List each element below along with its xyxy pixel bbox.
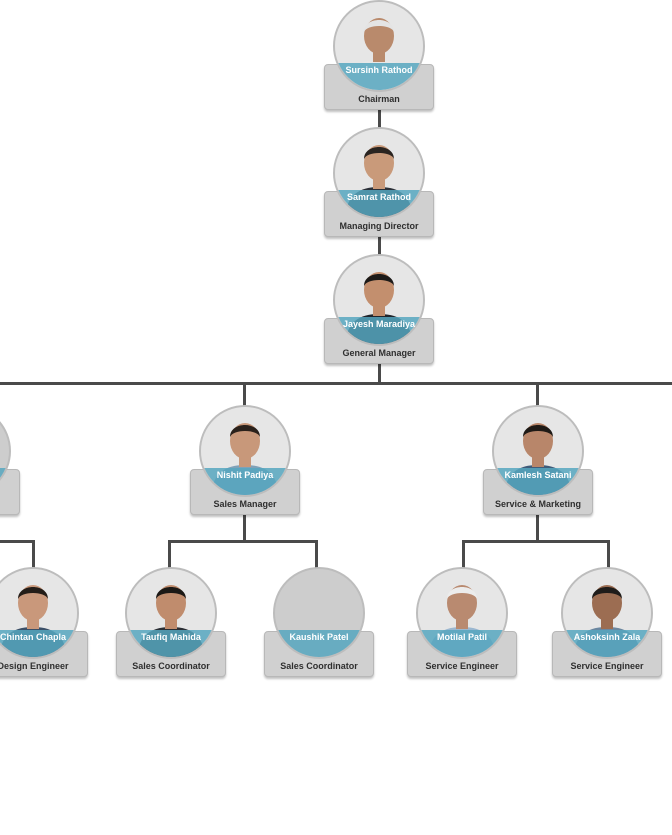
profile-photo bbox=[416, 567, 508, 659]
name-band bbox=[563, 630, 651, 657]
connector-kamlesh-down bbox=[536, 514, 539, 542]
job-title: Chairman bbox=[358, 94, 400, 104]
org-node-service-marketing[interactable]: Service & Marketing Kamlesh Satani bbox=[483, 405, 593, 515]
connector-to-kaushik bbox=[315, 540, 318, 568]
person-name: Kaushik Patel bbox=[289, 632, 349, 642]
person-name: Kamlesh Satani bbox=[504, 470, 572, 480]
profile-photo bbox=[199, 405, 291, 497]
name-band bbox=[127, 630, 215, 657]
person-name: Samrat Rathod bbox=[346, 192, 411, 202]
connector-to-kamlesh bbox=[536, 382, 539, 406]
connector-to-ashoksinh bbox=[607, 540, 610, 568]
connector-sales-bar bbox=[168, 540, 318, 543]
org-node-design-engineer[interactable]: Design Engineer Chintan Chapla bbox=[0, 567, 88, 677]
person-name: Taufiq Mahida bbox=[141, 632, 201, 642]
name-band bbox=[275, 630, 363, 657]
connector-to-motilal bbox=[462, 540, 465, 568]
profile-photo bbox=[492, 405, 584, 497]
profile-photo bbox=[0, 567, 79, 659]
org-node-service-engineer-2[interactable]: Service Engineer Ashoksinh Zala bbox=[552, 567, 662, 677]
connector-left-bar bbox=[0, 540, 35, 543]
profile-photo bbox=[273, 567, 365, 659]
job-title: Sales Coordinator bbox=[132, 661, 210, 671]
connector-to-nishit bbox=[243, 382, 246, 406]
org-node-partial-left[interactable] bbox=[0, 405, 20, 515]
job-title: Design Engineer bbox=[0, 661, 69, 671]
connector-gm-down bbox=[378, 362, 381, 384]
profile-photo bbox=[333, 0, 425, 92]
job-title: General Manager bbox=[342, 348, 416, 358]
job-title: Sales Manager bbox=[213, 499, 277, 509]
connector-chairman-md bbox=[378, 108, 381, 128]
job-title: Managing Director bbox=[339, 221, 419, 231]
job-title: Service Engineer bbox=[570, 661, 644, 671]
job-title: Sales Coordinator bbox=[280, 661, 358, 671]
org-node-sales-manager[interactable]: Sales Manager Nishit Padiya bbox=[190, 405, 300, 515]
name-band bbox=[494, 468, 582, 495]
person-name: Jayesh Maradiya bbox=[342, 319, 416, 329]
org-node-managing-director[interactable]: Managing Director Samrat Rathod bbox=[324, 127, 434, 237]
name-band bbox=[335, 317, 423, 344]
connector-service-bar bbox=[462, 540, 610, 543]
profile-photo bbox=[333, 254, 425, 346]
job-title: Service Engineer bbox=[425, 661, 499, 671]
name-band bbox=[418, 630, 506, 657]
connector-level3-bar bbox=[0, 382, 672, 385]
name-band bbox=[201, 468, 289, 495]
name-band bbox=[335, 63, 423, 90]
org-node-chairman[interactable]: Chairman Sursinh Rathod bbox=[324, 0, 434, 110]
name-band bbox=[0, 468, 9, 495]
job-title: Service & Marketing bbox=[494, 499, 582, 509]
person-name: Nishit Padiya bbox=[216, 470, 274, 480]
connector-to-chintan bbox=[32, 540, 35, 568]
org-node-sales-coordinator-1[interactable]: Sales Coordinator Taufiq Mahida bbox=[116, 567, 226, 677]
profile-photo bbox=[125, 567, 217, 659]
org-node-sales-coordinator-2[interactable]: Sales Coordinator Kaushik Patel bbox=[264, 567, 374, 677]
name-band bbox=[0, 630, 77, 657]
profile-photo bbox=[561, 567, 653, 659]
connector-md-gm bbox=[378, 235, 381, 255]
profile-photo bbox=[333, 127, 425, 219]
person-name: Motilal Patil bbox=[436, 632, 487, 642]
org-node-service-engineer-1[interactable]: Service Engineer Motilal Patil bbox=[407, 567, 517, 677]
connector-to-taufiq bbox=[168, 540, 171, 568]
connector-nishit-down bbox=[243, 514, 246, 542]
person-name: Sursinh Rathod bbox=[345, 65, 413, 75]
org-node-general-manager[interactable]: General Manager Jayesh Maradiya bbox=[324, 254, 434, 364]
person-name: Ashoksinh Zala bbox=[573, 632, 641, 642]
person-name: Chintan Chapla bbox=[0, 632, 66, 642]
name-band bbox=[335, 190, 423, 217]
